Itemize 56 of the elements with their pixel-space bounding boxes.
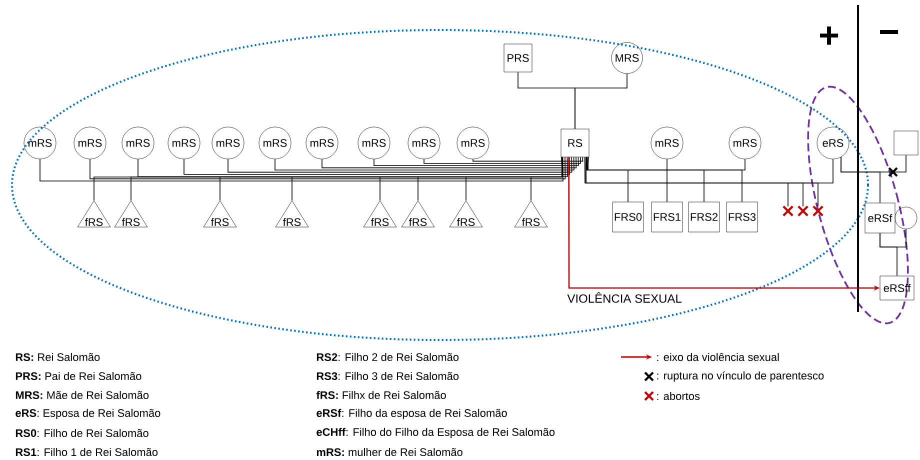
person-box: RS: [560, 128, 590, 158]
connector-line: [424, 156, 582, 164]
key-entry: RS3: Filho 3 de Rei Salomão: [316, 372, 459, 380]
key-entry: RS0: Filho de Rei Salomão: [16, 428, 148, 438]
key-entry: fRS: Filhx de Rei Salomão: [316, 390, 446, 400]
person-box: eRSff: [880, 276, 914, 300]
key-entry: eRS: Esposa de Rei Salomão: [16, 408, 160, 420]
connector-line: [228, 156, 572, 173]
person-triangle: fRS: [77, 200, 111, 228]
abortion-mark: [782, 205, 794, 217]
person-triangle: fRS: [449, 200, 483, 228]
key-entry: MRS: Mãe de Rei Salomão: [16, 390, 149, 400]
person-box: eRSf: [864, 202, 896, 234]
person-circle: [894, 206, 918, 230]
key-entry: RS: Rei Salomão: [16, 352, 100, 362]
person-box: FRS2: [688, 202, 720, 232]
person-box: FRS0: [612, 202, 644, 232]
person-triangle: fRS: [275, 200, 309, 228]
connector-line: [588, 156, 742, 202]
sign-label: −: [880, 30, 898, 34]
key-entry: PRS: Pai de Rei Salomão: [16, 372, 142, 380]
connector-line: [274, 156, 574, 170]
connector-line: [574, 73, 628, 130]
edge-label: VIOLÊNCIA SEXUAL: [567, 292, 682, 303]
connector-line: [586, 156, 746, 170]
connector-line: [880, 232, 898, 276]
key-entry: RS1: Filho 1 de Rei Salomão: [16, 448, 158, 456]
legend-text: : ruptura no vínculo de parentesco: [657, 371, 824, 382]
person-box: FRS3: [726, 202, 758, 232]
person-box: PRS: [504, 44, 532, 72]
person-triangle: fRS: [363, 200, 397, 228]
connector-line: [40, 156, 564, 182]
person-triangle: fRS: [114, 200, 148, 228]
connector-line: [138, 156, 568, 177]
abortion-mark: [812, 205, 824, 217]
key-entry: eRSf: Filho da esposa de Rei Salomão: [316, 408, 507, 420]
connector-line: [530, 156, 562, 201]
abortion-mark: [797, 205, 809, 217]
connector-line: [840, 156, 880, 204]
connector-line: [322, 156, 577, 168]
legend-text: : eixo da violência sexual: [657, 352, 779, 362]
key-entry: eCHff: Filho do Filho da Esposa de Rei Salomão: [316, 428, 555, 438]
person-triangle: fRS: [203, 200, 237, 228]
connector-line: [374, 156, 579, 166]
connector-line: [184, 156, 570, 175]
connector-line: [584, 156, 834, 184]
person-triangle: fRS: [401, 200, 435, 228]
key-entry: mRS: mulher de Rei Salomão: [316, 448, 462, 456]
person-triangle: fRS: [514, 200, 548, 228]
legend-text: : abortos: [657, 392, 700, 400]
connector-line: [90, 156, 566, 180]
person-box: [894, 130, 918, 156]
connector-line: [472, 156, 584, 162]
key-entry: RS2: Filho 2 de Rei Salomão: [316, 352, 459, 362]
person-box: FRS1: [651, 202, 683, 232]
sign-label: +: [820, 26, 838, 45]
